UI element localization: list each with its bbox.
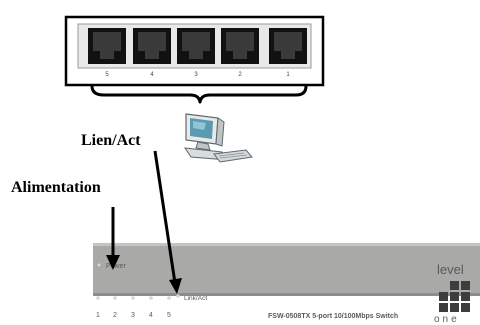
link-act-indicator [176,294,180,298]
link-act-callout: Lien/Act [81,132,141,149]
curly-brace [90,84,308,104]
ethernet-port-5 [88,28,126,64]
svg-text:level: level [437,262,464,277]
power-callout: Alimentation [11,179,101,196]
port-number: 3 [194,72,198,78]
model-label: FSW-0508TX 5-port 10/100Mbps Switch [268,313,398,320]
port-number: 2 [238,72,242,78]
port-number: 1 [286,72,290,78]
ethernet-port-2 [221,28,259,64]
svg-text:3: 3 [131,312,135,319]
svg-text:5: 5 [167,312,171,319]
power-led [96,262,102,268]
power-label: Power [106,263,127,270]
computer-icon [183,113,253,163]
port-number: 5 [105,72,109,78]
level-one-logo: level one [434,262,470,325]
svg-text:1: 1 [96,312,100,319]
svg-text:one: one [434,314,460,325]
ethernet-port-4 [133,28,171,64]
port-number: 4 [150,72,154,78]
ethernet-port-3 [177,28,215,64]
link-act-leds [96,296,171,300]
svg-text:2: 2 [113,312,117,319]
arrow-down-icon [153,150,182,294]
svg-text:4: 4 [149,312,153,319]
link-act-label: Link/Act [184,295,207,302]
led-numbers: 1 2 3 4 5 [96,312,171,319]
ethernet-port-1 [269,28,307,64]
switch-front-panel [93,243,480,296]
arrow-down-icon [106,207,120,270]
